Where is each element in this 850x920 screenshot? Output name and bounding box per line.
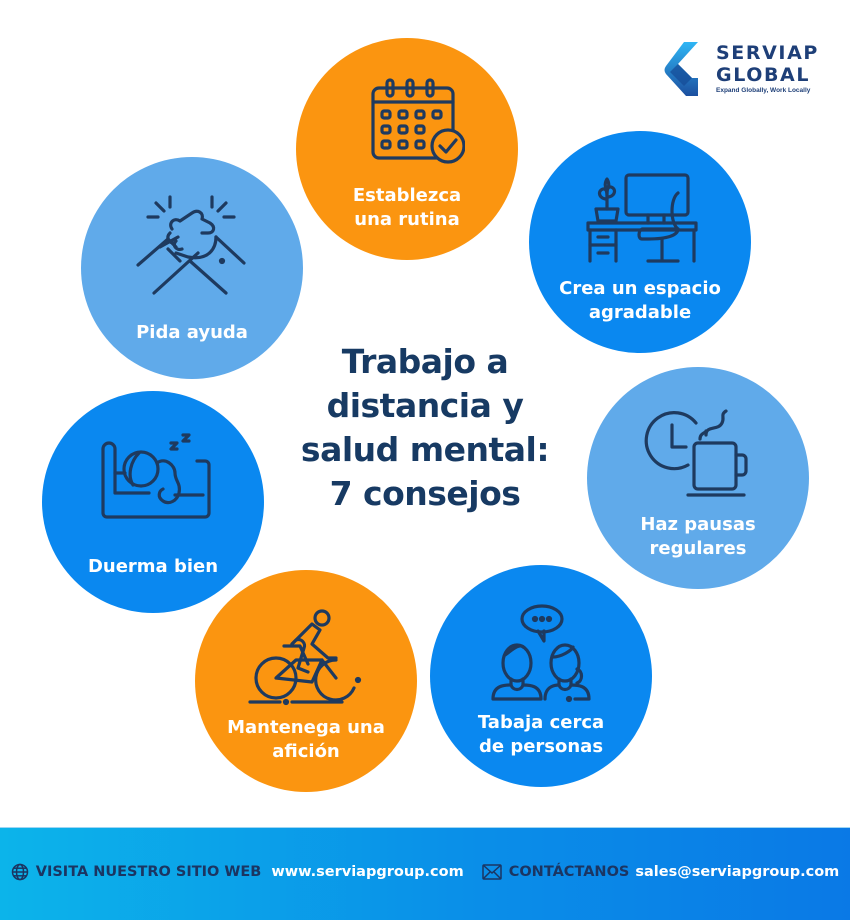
desk-workspace-icon (582, 169, 698, 269)
email-link[interactable]: sales@serviapgroup.com (635, 864, 840, 880)
cyclist-icon (248, 608, 364, 708)
website-label: VISITA NUESTRO SITIO WEB (35, 864, 262, 880)
sleeping-bed-icon (95, 429, 211, 529)
clock-coffee-icon (640, 405, 756, 505)
tip-label: Tabaja cerca de personas (477, 712, 605, 757)
people-chat-icon (483, 603, 599, 703)
envelope-icon (481, 864, 502, 880)
tip-establish-routine: Establezca una rutina (296, 38, 518, 260)
tip-label: Pida ayuda (136, 322, 248, 343)
tip-label: Mantenega una afición (227, 717, 385, 762)
website-contact: VISITA NUESTRO SITIO WEB www.serviapgrou… (11, 863, 464, 881)
tip-label: Duerma bien (87, 556, 219, 577)
calendar-check-icon (349, 76, 466, 176)
tip-keep-a-hobby: Mantenega una afición (195, 570, 417, 792)
email-contact: CONTÁCTANOS sales@serviapgroup.com (481, 864, 840, 880)
page-title: Trabajo a distancia y salud mental: 7 co… (300, 342, 550, 513)
website-link[interactable]: www.serviapgroup.com (271, 864, 464, 880)
serviap-logo: SERVIAP GLOBAL Expand Globally, Work Loc… (664, 40, 824, 100)
logo-tagline: Expand Globally, Work Locally (716, 87, 811, 94)
tip-sleep-well: Duerma bien (42, 391, 264, 613)
tip-create-pleasant-space: Crea un espacio agradable (529, 131, 751, 353)
tip-work-near-people: Tabaja cerca de personas (430, 565, 652, 787)
tip-take-regular-breaks: Haz pausas regulares (587, 367, 809, 589)
tip-label: Haz pausas regulares (640, 514, 756, 559)
logo-mark-icon (664, 42, 698, 96)
footer-bar: VISITA NUESTRO SITIO WEB www.serviapgrou… (0, 827, 850, 920)
tip-label: Establezca una rutina (352, 185, 462, 230)
logo-name-line1: SERVIAP (716, 42, 819, 64)
tip-label: Crea un espacio agradable (559, 278, 721, 323)
globe-icon (11, 863, 28, 881)
handshake-icon (134, 195, 250, 295)
contact-label: CONTÁCTANOS (508, 864, 630, 880)
tip-ask-for-help: Pida ayuda (81, 157, 303, 379)
logo-name-line2: GLOBAL (716, 64, 811, 86)
